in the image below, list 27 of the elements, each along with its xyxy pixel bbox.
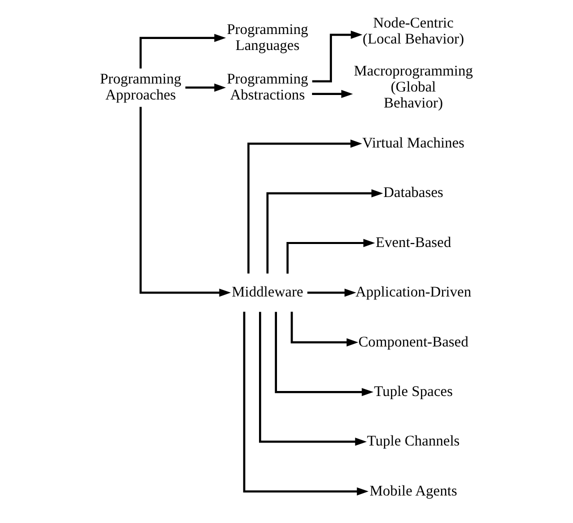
node-text: Programming Languages (226, 22, 308, 54)
arrow (266, 189, 384, 274)
node-text: Virtual Machines (362, 136, 464, 152)
node-text: Component-Based (358, 334, 468, 350)
arrow (140, 34, 226, 69)
node-text: Databases (383, 185, 444, 202)
node-text: Programming Approaches (100, 72, 182, 104)
node-text: Tuple Channels (367, 434, 460, 450)
arrow (259, 312, 367, 446)
node-text: Middleware (232, 284, 304, 301)
node-text: Programming Abstractions (226, 72, 308, 104)
arrow (274, 312, 374, 396)
node-text: Tuple Spaces (374, 384, 453, 400)
arrow (307, 288, 356, 297)
arrow (243, 312, 369, 496)
arrow (247, 140, 362, 274)
node-text: Node-Centric (Local Behavior) (362, 16, 464, 48)
node-text: Macroprogramming (Global Behavior) (354, 64, 473, 112)
arrow (290, 312, 358, 346)
arrow (286, 238, 376, 274)
arrow (185, 84, 226, 92)
node-text: Application-Driven (355, 284, 472, 301)
node-text: Mobile Agents (370, 483, 458, 500)
arrow (312, 30, 362, 82)
node-text: Event-Based (376, 234, 452, 251)
arrow (312, 90, 353, 98)
arrow (140, 106, 231, 297)
